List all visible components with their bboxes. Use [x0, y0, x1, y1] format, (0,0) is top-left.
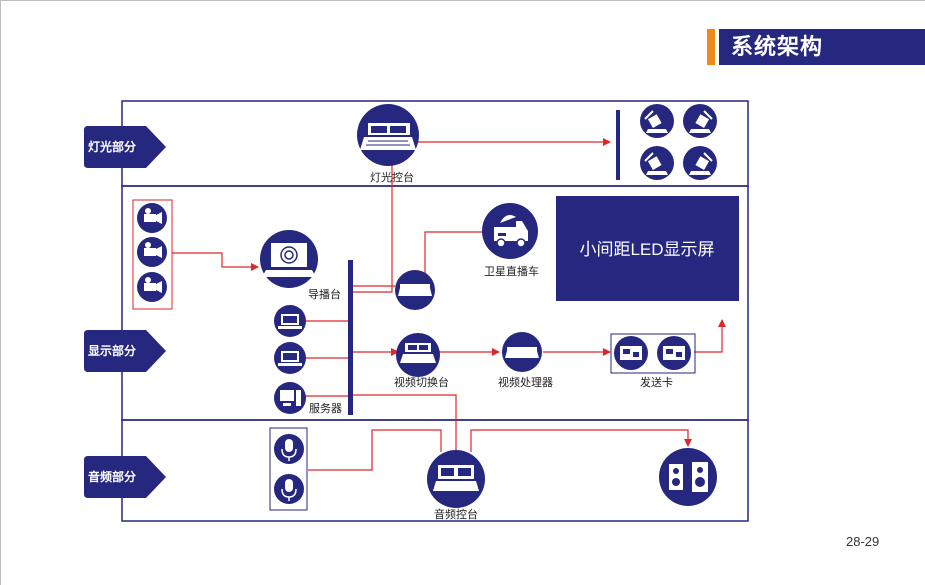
- camera-icon: [137, 272, 167, 302]
- camera-icon: [137, 237, 167, 267]
- laptop-icon: [274, 305, 306, 337]
- line-mics-to-audio-console: [308, 429, 442, 471]
- microphone-icon: [274, 434, 304, 464]
- lighting-console-icon: [357, 104, 419, 166]
- led-screen-label: 小间距LED显示屏: [579, 240, 714, 259]
- section-label-lighting: 灯光部分: [88, 139, 136, 154]
- section-label-display: 显示部分: [88, 343, 136, 358]
- line-cameras-to-director: [172, 252, 259, 271]
- line-sending-card-to-screen: [694, 319, 726, 353]
- label-director-console: 导播台: [308, 287, 341, 301]
- led-screen-panel: [556, 196, 739, 301]
- connection-lines: [172, 138, 726, 471]
- label-video-switcher: 视频切换台: [394, 375, 449, 389]
- label-audio-console: 音频控台: [434, 507, 478, 521]
- title-accent-bar: [707, 29, 715, 65]
- section-tag-display: 显示部分: [84, 330, 166, 372]
- sending-card-icon: [657, 336, 691, 370]
- microphone-icon: [274, 474, 304, 504]
- label-video-processor: 视频处理器: [498, 375, 553, 389]
- label-sending-card: 发送卡: [640, 375, 673, 389]
- network-switch-icon: [395, 270, 435, 310]
- label-server: 服务器: [309, 402, 342, 415]
- moving-head-icon: [683, 146, 717, 180]
- label-lighting-console: 灯光控台: [370, 170, 414, 184]
- satellite-truck-icon: [482, 203, 538, 259]
- section-tag-audio: 音频部分: [84, 456, 166, 498]
- moving-head-icon: [640, 146, 674, 180]
- camera-group-frame: [132, 199, 173, 310]
- page-border-top: [0, 0, 925, 1]
- line-bus-to-audio-console: [352, 394, 457, 452]
- section-tag-lighting: 灯光部分: [84, 126, 166, 168]
- line-lighting-to-director: [352, 156, 393, 293]
- moving-head-icons: [640, 104, 717, 180]
- section-label-audio: 音频部分: [88, 469, 136, 484]
- video-processor-icon: [502, 332, 542, 372]
- audio-console-icon: [427, 450, 485, 508]
- director-monitor-icon: [260, 230, 318, 288]
- moving-head-icon: [683, 104, 717, 138]
- video-switcher-icon: [396, 333, 440, 377]
- moving-head-icon: [640, 104, 674, 138]
- sending-card-icon: [614, 336, 648, 370]
- moving-head-divider: [616, 110, 620, 180]
- line-audio-console-to-speakers: [470, 429, 692, 452]
- camera-icon: [137, 203, 167, 233]
- laptop-icon: [274, 342, 306, 374]
- page-title: 系统架构: [719, 29, 925, 65]
- camera-icons: [137, 203, 167, 302]
- microphone-group-frame: [269, 427, 308, 511]
- label-satellite-truck: 卫星直播车: [484, 264, 539, 278]
- line-switch-to-truck: [424, 231, 483, 278]
- server-icon: [274, 382, 306, 414]
- sending-card-group-frame: [610, 333, 696, 374]
- page-border-left: [0, 0, 1, 585]
- director-bus-bar: [348, 260, 353, 415]
- speaker-icon: [659, 448, 717, 506]
- page-number: 28-29: [846, 534, 880, 549]
